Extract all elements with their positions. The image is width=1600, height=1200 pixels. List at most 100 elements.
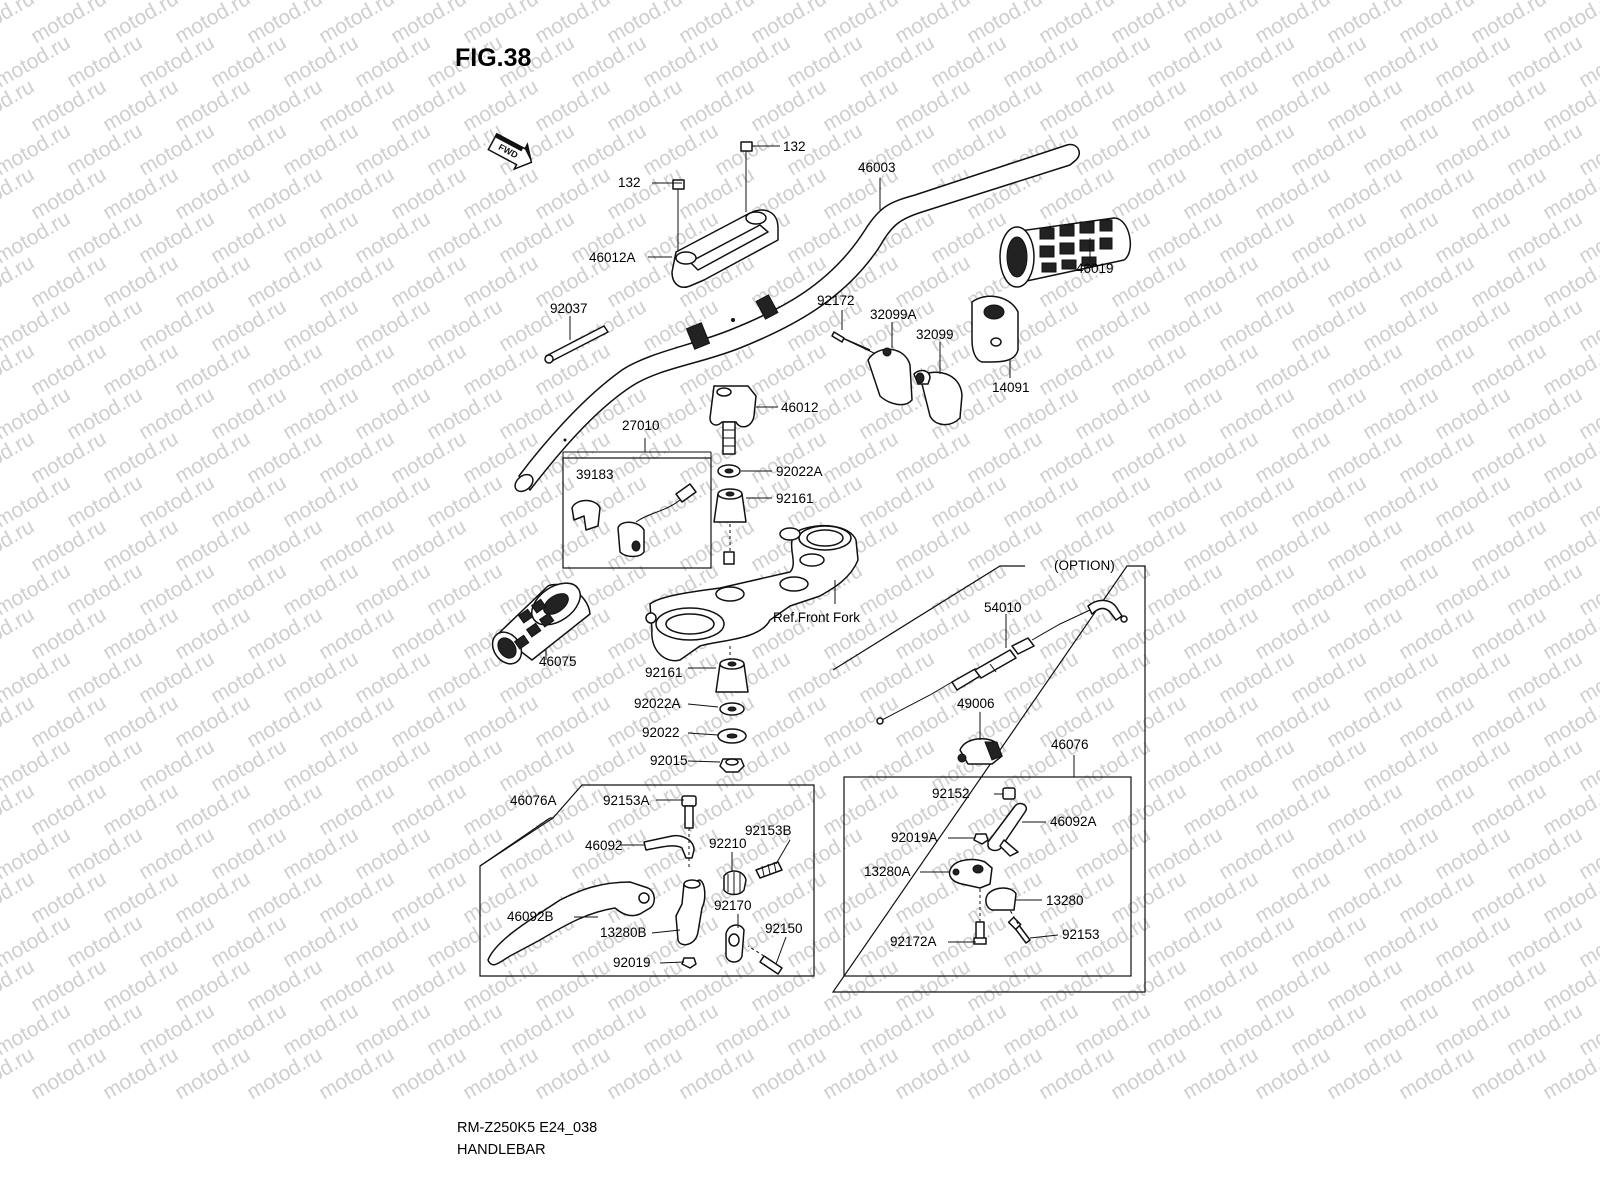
watermark-text: motod.ru bbox=[1431, 383, 1514, 444]
watermark-text: motod.ru bbox=[1215, 295, 1298, 356]
callout-92022A-upper: 92022A bbox=[776, 464, 823, 479]
watermark-text: motod.ru bbox=[423, 999, 506, 1060]
watermark-text: motod.ru bbox=[1251, 955, 1334, 1016]
figure-title: FIG.38 bbox=[455, 44, 532, 72]
watermark-text: motod.ru bbox=[639, 823, 722, 884]
watermark-text: motod.ru bbox=[1323, 955, 1406, 1016]
watermark-text: motod.ru bbox=[1323, 427, 1406, 488]
watermark-text: motod.ru bbox=[531, 955, 614, 1016]
damper-92161-lower bbox=[715, 658, 749, 693]
watermark-text: motod.ru bbox=[1467, 515, 1550, 576]
watermark-text: motod.ru bbox=[459, 251, 542, 312]
watermark-text: motod.ru bbox=[315, 691, 398, 752]
watermark-text: motod.ru bbox=[603, 779, 686, 840]
watermark-text: motod.ru bbox=[1359, 559, 1442, 620]
watermark-text: motod.ru bbox=[1503, 207, 1586, 268]
watermark-text: motod.ru bbox=[783, 31, 866, 92]
clamp-46012A-part bbox=[671, 209, 779, 288]
watermark-text: motod.ru bbox=[531, 75, 614, 136]
watermark-text: motod.ru bbox=[99, 691, 182, 752]
watermark-text: motod.ru bbox=[1215, 823, 1298, 884]
watermark-text: motod.ru bbox=[1359, 911, 1442, 972]
watermark-text: motod.ru bbox=[423, 383, 506, 444]
watermark-text: motod.ru bbox=[1323, 691, 1406, 752]
watermark-text: motod.ru bbox=[1287, 911, 1370, 972]
watermark-text: motod.ru bbox=[279, 207, 362, 268]
watermark-text: motod.ru bbox=[531, 515, 614, 576]
watermark-text: motod.ru bbox=[1359, 471, 1442, 532]
watermark-text: motod.ru bbox=[819, 691, 902, 752]
watermark-text: motod.ru bbox=[891, 955, 974, 1016]
watermark-text: motod.ru bbox=[387, 251, 470, 312]
watermark-text: motod.ru bbox=[1395, 515, 1478, 576]
watermark-text: motod.ru bbox=[783, 999, 866, 1060]
watermark-text: motod.ru bbox=[675, 75, 758, 136]
watermark-text: motod.ru bbox=[1323, 163, 1406, 224]
watermark-text: motod.ru bbox=[351, 999, 434, 1060]
watermark-text: motod.ru bbox=[855, 735, 938, 796]
nut-92019-part bbox=[681, 957, 697, 969]
watermark-text: motod.ru bbox=[315, 0, 398, 48]
watermark-text: motod.ru bbox=[63, 471, 146, 532]
watermark-text: motod.ru bbox=[1395, 955, 1478, 1016]
watermark-text: motod.ru bbox=[279, 735, 362, 796]
watermark-text: motod.ru bbox=[279, 119, 362, 180]
watermark-text: motod.ru bbox=[99, 1043, 182, 1104]
watermark-text: motod.ru bbox=[279, 471, 362, 532]
watermark-text: motod.ru bbox=[1287, 383, 1370, 444]
watermark-text: motod.ru bbox=[1035, 955, 1118, 1016]
watermark-text: motod.ru bbox=[1071, 119, 1154, 180]
watermark-text: motod.ru bbox=[1359, 383, 1442, 444]
footer-name: HANDLEBAR bbox=[457, 1142, 546, 1158]
watermark-text: motod.ru bbox=[27, 0, 110, 48]
watermark-text: motod.ru bbox=[1143, 735, 1226, 796]
handlebar-part bbox=[514, 143, 1080, 493]
watermark-text: motod.ru bbox=[819, 1043, 902, 1104]
watermark-text: motod.ru bbox=[1179, 867, 1262, 928]
watermark-text: motod.ru bbox=[135, 471, 218, 532]
watermark-text: motod.ru bbox=[279, 647, 362, 708]
watermark-text: motod.ru bbox=[1503, 471, 1586, 532]
adjuster-92152-part bbox=[1002, 787, 1016, 800]
watermark-text: motod.ru bbox=[1179, 515, 1262, 576]
watermark-text: motod.ru bbox=[1215, 31, 1298, 92]
watermark-text: motod.ru bbox=[1107, 955, 1190, 1016]
watermark-text: motod.ru bbox=[423, 559, 506, 620]
watermark-text: motod.ru bbox=[99, 867, 182, 928]
watermark-text: motod.ru bbox=[1071, 647, 1154, 708]
watermark-text: motod.ru bbox=[387, 163, 470, 224]
watermark-text: motod.ru bbox=[999, 31, 1082, 92]
watermark-text: motod.ru bbox=[207, 999, 290, 1060]
callout-32099A: 32099A bbox=[870, 307, 917, 322]
ref-front-fork: Ref.Front Fork bbox=[773, 610, 860, 625]
watermark-text: motod.ru bbox=[351, 823, 434, 884]
watermark-text: motod.ru bbox=[387, 1043, 470, 1104]
perch-13280A-part bbox=[948, 858, 993, 889]
callout-46092: 46092 bbox=[585, 838, 623, 853]
watermark-text: motod.ru bbox=[1143, 999, 1226, 1060]
watermark-text: motod.ru bbox=[891, 1043, 974, 1104]
callout-13280B: 13280B bbox=[600, 925, 647, 940]
watermark-text: motod.ru bbox=[27, 691, 110, 752]
watermark-text: motod.ru bbox=[207, 823, 290, 884]
watermark-text: motod.ru bbox=[1143, 471, 1226, 532]
watermark-text: motod.ru bbox=[1467, 339, 1550, 400]
watermark-text: motod.ru bbox=[1359, 31, 1442, 92]
watermark-text: motod.ru bbox=[1431, 31, 1514, 92]
watermark-text: motod.ru bbox=[1395, 691, 1478, 752]
watermark-text: motod.ru bbox=[1287, 735, 1370, 796]
watermark-text: motod.ru bbox=[1359, 999, 1442, 1060]
watermark-text: motod.ru bbox=[963, 955, 1046, 1016]
callout-92172: 92172 bbox=[817, 293, 855, 308]
watermark-text: motod.ru bbox=[279, 911, 362, 972]
watermark-text: motod.ru bbox=[1179, 779, 1262, 840]
watermark-text: motod.ru bbox=[1323, 1043, 1406, 1104]
watermark-text: motod.ru bbox=[63, 823, 146, 884]
watermark-text: motod.ru bbox=[927, 999, 1010, 1060]
watermark-text: motod.ru bbox=[135, 207, 218, 268]
watermark-text: motod.ru bbox=[243, 0, 326, 48]
watermark-text: motod.ru bbox=[315, 603, 398, 664]
callout-46076A: 46076A bbox=[510, 793, 557, 808]
watermark-text: motod.ru bbox=[1107, 691, 1190, 752]
watermark-text: motod.ru bbox=[63, 383, 146, 444]
